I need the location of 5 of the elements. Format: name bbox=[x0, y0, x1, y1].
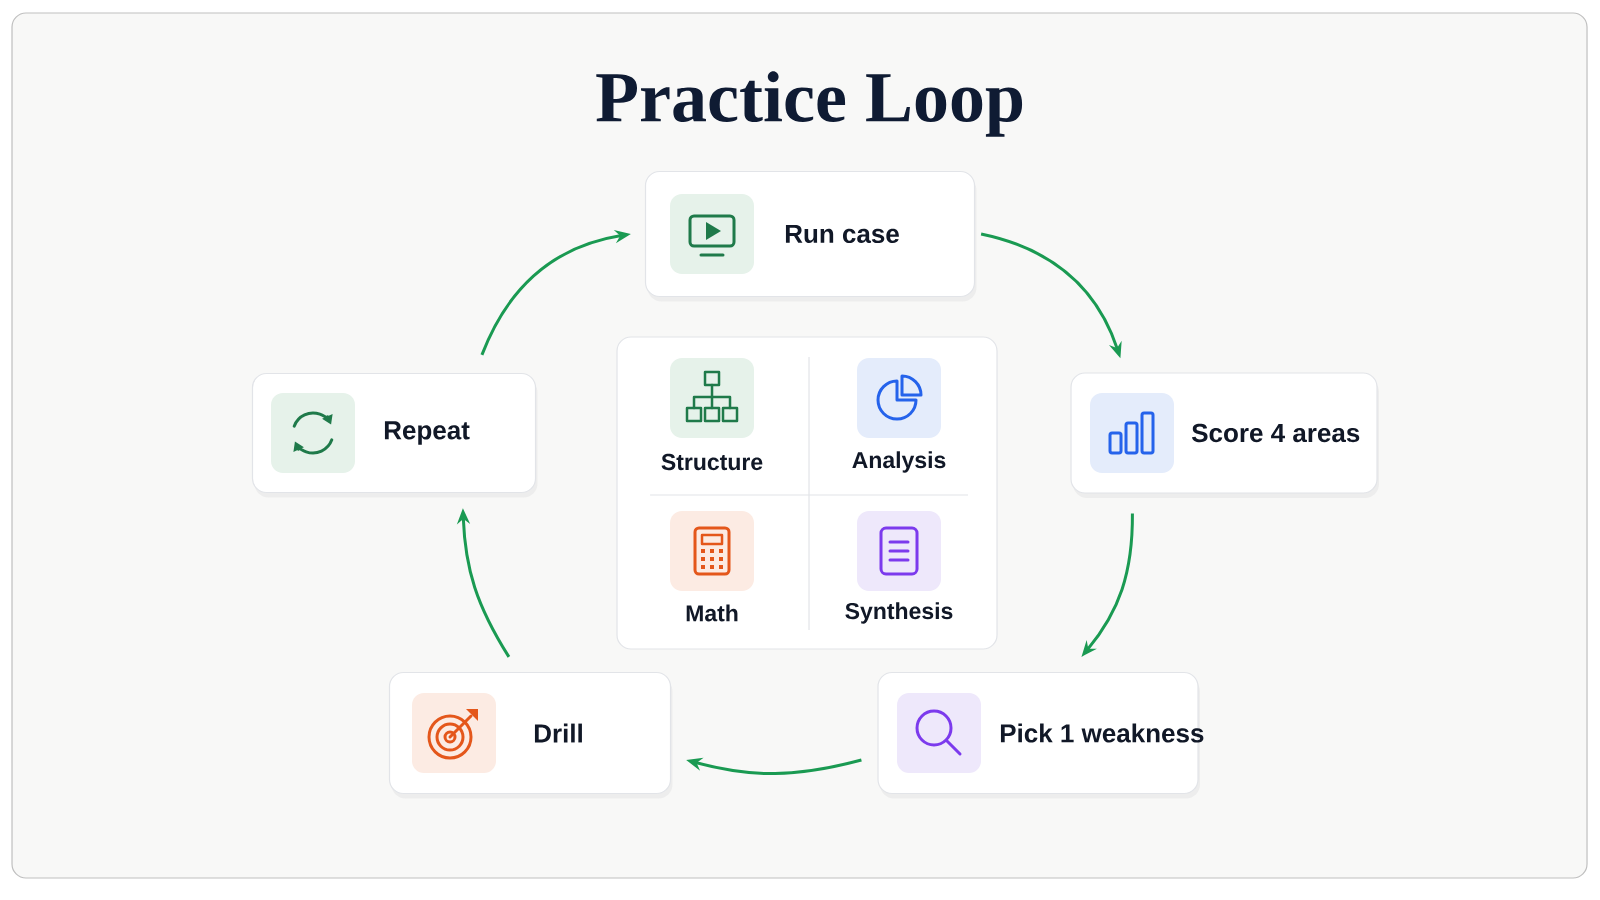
category-label: Analysis bbox=[852, 451, 946, 473]
category-label: Math bbox=[686, 604, 738, 622]
category-label: Synthesis bbox=[845, 602, 953, 624]
title: Practice Loop bbox=[596, 71, 1023, 137]
category-label: Structure bbox=[661, 453, 763, 471]
